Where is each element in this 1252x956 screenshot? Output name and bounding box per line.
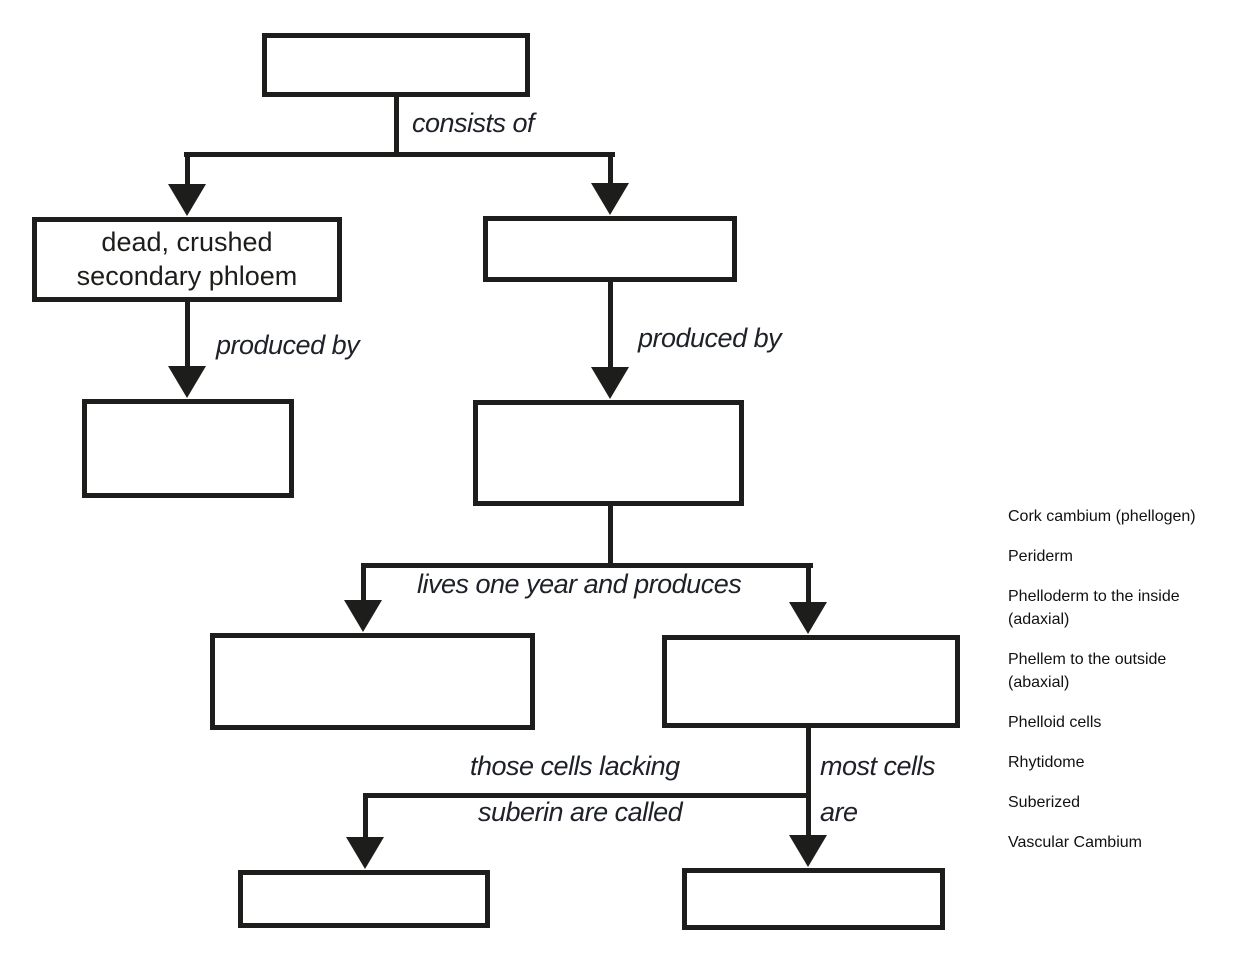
connector-line bbox=[394, 95, 399, 155]
answer-box-mid-left[interactable] bbox=[210, 633, 535, 730]
connector-line bbox=[185, 300, 190, 372]
connector-line bbox=[806, 793, 811, 840]
edge-label-produced-by-right: produced by bbox=[638, 323, 782, 353]
answer-box-left-row3[interactable] bbox=[82, 399, 294, 498]
arrow-down-icon bbox=[591, 367, 629, 399]
answer-box-right-row2[interactable] bbox=[483, 216, 737, 282]
answer-box-mid-right[interactable] bbox=[662, 635, 960, 728]
answer-box-bottom-left[interactable] bbox=[238, 870, 490, 928]
word-bank-item-phelloderm[interactable]: Phelloderm to the inside (adaxial) bbox=[1008, 588, 1180, 628]
word-bank-item-suberized[interactable]: Suberized bbox=[1008, 794, 1081, 811]
word-bank: Cork cambium (phellogen) Periderm Phello… bbox=[1008, 505, 1248, 871]
box-dead-crushed-secondary-phloem: dead, crushed secondary phloem bbox=[32, 217, 342, 302]
edge-label-lives-one-year: lives one year and produces bbox=[417, 569, 742, 599]
word-bank-item-cork-cambium[interactable]: Cork cambium (phellogen) bbox=[1008, 508, 1196, 525]
connector-line bbox=[608, 152, 613, 188]
edge-label-most-cells-line2: are bbox=[820, 797, 858, 827]
connector-line bbox=[608, 504, 613, 568]
arrow-down-icon bbox=[591, 183, 629, 215]
connector-line bbox=[361, 563, 813, 568]
edge-label-consists-of: consists of bbox=[412, 108, 535, 138]
arrow-down-icon bbox=[168, 184, 206, 216]
connector-line bbox=[361, 563, 366, 605]
arrow-down-icon bbox=[346, 837, 384, 869]
box-dead-crushed-secondary-phloem-label: dead, crushed secondary phloem bbox=[76, 226, 298, 291]
connector-line bbox=[184, 152, 615, 157]
edge-label-lacking-suberin-line1: those cells lacking bbox=[470, 751, 680, 781]
connector-line bbox=[185, 152, 190, 190]
answer-box-bottom-right[interactable] bbox=[682, 868, 945, 930]
edge-label-lacking-suberin-line2: suberin are called bbox=[478, 797, 683, 827]
word-bank-item-phelloid-cells[interactable]: Phelloid cells bbox=[1008, 714, 1102, 731]
connector-line bbox=[806, 726, 811, 798]
edge-label-produced-by-left: produced by bbox=[216, 330, 360, 360]
arrow-down-icon bbox=[344, 600, 382, 632]
connector-line bbox=[363, 793, 368, 842]
word-bank-item-periderm[interactable]: Periderm bbox=[1008, 548, 1073, 565]
answer-box-top[interactable] bbox=[262, 33, 530, 97]
connector-line bbox=[608, 280, 613, 372]
word-bank-item-phellem[interactable]: Phellem to the outside (abaxial) bbox=[1008, 651, 1167, 691]
word-bank-item-rhytidome[interactable]: Rhytidome bbox=[1008, 754, 1085, 771]
connector-line bbox=[806, 563, 811, 607]
arrow-down-icon bbox=[789, 835, 827, 867]
answer-box-right-row3[interactable] bbox=[473, 400, 744, 506]
arrow-down-icon bbox=[789, 602, 827, 634]
arrow-down-icon bbox=[168, 366, 206, 398]
connector-line bbox=[363, 793, 811, 798]
edge-label-most-cells-line1: most cells bbox=[820, 751, 936, 781]
word-bank-item-vascular-cambium[interactable]: Vascular Cambium bbox=[1008, 834, 1142, 851]
